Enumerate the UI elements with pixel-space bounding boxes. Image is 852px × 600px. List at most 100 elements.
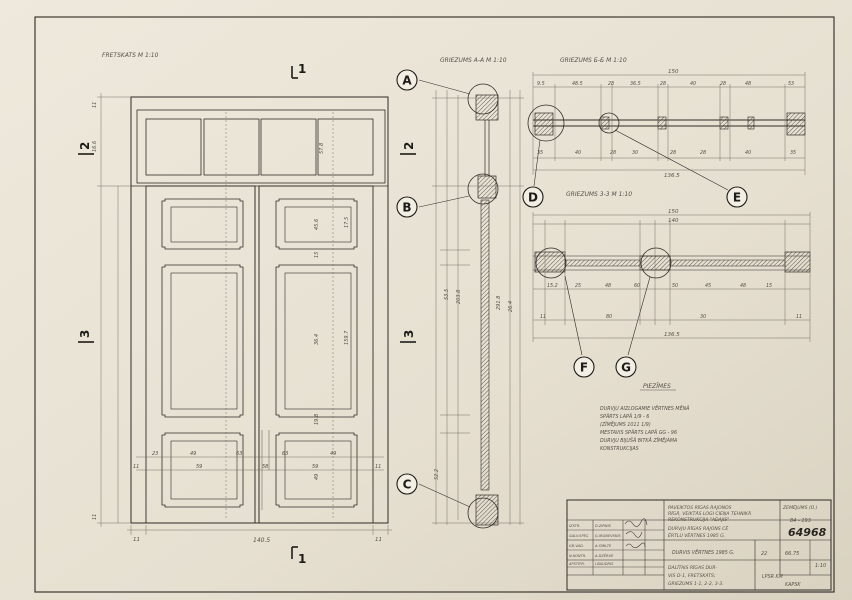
sheet-border xyxy=(34,16,835,593)
dim-label: 40 xyxy=(745,150,751,156)
cut-marker-1-top: 1 xyxy=(291,62,306,79)
dim-label: 28 xyxy=(720,81,726,87)
dim-label: 25 xyxy=(575,283,581,289)
section-bb: GRIEZUMS Б-Б M 1:10 150 136.5 xyxy=(527,57,806,191)
callout-letter: B xyxy=(402,201,411,215)
drawing-desc-line: GRIEZUMS 1-1, 2-2, 3-3. xyxy=(668,581,724,587)
signature-name: A.DZĒRVE xyxy=(594,553,614,558)
dim-label: 40 xyxy=(575,150,581,156)
cut-marker-label: 2 xyxy=(402,142,416,150)
bb-top-row-dims: 9.5 48.5 28 36.5 28 40 28 48 53 xyxy=(537,81,794,87)
dim-label: 50 xyxy=(672,283,678,289)
scale-label: 1:10 xyxy=(815,563,826,569)
dim-label: 58 xyxy=(262,464,268,470)
callout-letter: G xyxy=(621,361,631,375)
callout-letter: A xyxy=(402,74,412,88)
dim-label: 26.4 xyxy=(508,301,514,312)
drawing-desc-line: VIS D-1, FRETSKATS; xyxy=(668,573,716,579)
dim-label: 59 xyxy=(312,464,318,470)
section-bb-title: GRIEZUMS Б-Б M 1:10 xyxy=(560,57,627,64)
cut-marker-label: 3 xyxy=(78,330,92,338)
dim-label: 49 xyxy=(330,451,336,457)
elevation-title: FRETSKATS M 1:10 xyxy=(102,52,159,59)
callout-c: C xyxy=(396,473,418,495)
dim-label: 57.8 xyxy=(319,143,325,154)
signature-row: GALV.SPEC. G.IRGNEVSKIS xyxy=(569,534,621,538)
dim-label: 19.8 xyxy=(314,414,320,425)
dim-label: 60 xyxy=(634,283,640,289)
cc-total-label: 150 xyxy=(668,209,679,215)
bottom-left-label: 11 xyxy=(133,464,139,470)
project-line: REKONSTRUKCIJA "ADAJIS" xyxy=(668,517,729,523)
dim-label: 48 xyxy=(740,283,746,289)
signature-role: IZSTR. xyxy=(569,524,581,528)
dim-label: 52.2 xyxy=(434,469,440,480)
dim-label: 35 xyxy=(790,150,796,156)
cut-marker-3-right: 3 xyxy=(400,330,416,343)
callout-e: E xyxy=(726,186,748,208)
signature-name: I.BAUDRIS xyxy=(595,562,614,566)
cut-marker-2-left: 2 xyxy=(78,142,94,155)
section-aa: GRIEZUMS A-A M 1:10 xyxy=(418,57,524,529)
dim-label: 15 xyxy=(314,252,320,258)
dim-label: 48.5 xyxy=(572,81,583,87)
door-elevation: FRETSKATS M 1:10 xyxy=(97,52,392,544)
right-end-label: 11 xyxy=(375,537,382,543)
cut-marker-label: 1 xyxy=(298,62,306,76)
dim-label: 63 xyxy=(236,451,242,457)
drawing-desc-line: DALĪTAIS RĪGAS DUR- xyxy=(668,564,718,571)
signature-row: IZSTR. D.ZIRNIS xyxy=(569,524,612,528)
section-aa-title: GRIEZUMS A-A M 1:10 xyxy=(440,57,507,64)
note-item: DURVJU AIZLOGAMIE VĒRTNES MĒNĀ xyxy=(600,405,689,412)
org-label: KAPSK xyxy=(785,582,801,588)
dim-label: 48 xyxy=(605,283,611,289)
sheet-label: LPSR KM xyxy=(762,574,784,580)
dim-label: 15.2 xyxy=(547,283,558,289)
project-line: PAVEIKTOS RĪGAS RAJONOS xyxy=(668,504,732,511)
project-code: 84 - 193 xyxy=(790,518,811,524)
dim-label: 291.8 xyxy=(496,296,502,310)
signature-row: N.KONTR. A.DZĒRVE xyxy=(569,553,614,558)
dim-label: 30 xyxy=(700,314,706,320)
drawing-title: DURVIS VĒRTNES 1985 G. xyxy=(672,549,735,556)
dim-label: 28 xyxy=(608,81,614,87)
cut-marker-2-right: 2 xyxy=(400,142,416,155)
dim-label: 49 xyxy=(190,451,196,457)
signature-role: GR.VAD. xyxy=(569,544,584,548)
cut-marker-label: 2 xyxy=(78,142,92,150)
cc-lower-total-label: 136.5 xyxy=(664,332,680,338)
cc-lower-row-dims: 11 80 30 11 xyxy=(540,314,802,320)
bb-bottom-row-dims: 35 40 28 30 28 28 40 35 xyxy=(537,150,796,156)
callout-g: G xyxy=(615,356,637,378)
notes-block: PIEZĪMES DURVJU AIZLOGAMIE VĒRTNES MĒNĀ … xyxy=(600,383,689,452)
dim-label: 49 xyxy=(314,474,320,480)
cut-marker-label: 3 xyxy=(402,330,416,338)
dim-label: 40 xyxy=(690,81,696,87)
dim-label: 53 xyxy=(788,81,794,87)
dim-label: 28 xyxy=(660,81,666,87)
dim-label: 11 xyxy=(375,464,381,470)
signature-name: G.IRGNEVSKIS xyxy=(595,534,621,538)
date-code: 66.75 xyxy=(785,551,799,557)
callout-letter: E xyxy=(733,191,741,205)
project-line: RĪGĀ, VEIKTĀS LOGI CIEŅA TEHNIKĀ xyxy=(668,510,751,517)
dim-label: 16.6 xyxy=(92,141,98,152)
title-block: PAVEIKTOS RĪGAS RAJONOS RĪGĀ, VEIKTĀS LO… xyxy=(566,499,832,591)
note-item: KONSTRUKCIJAS xyxy=(600,446,639,452)
dim-label: 15 xyxy=(766,283,772,289)
dim-label: 30 xyxy=(632,150,638,156)
dim-label: 63 xyxy=(282,451,288,457)
dim-label: 9.5 xyxy=(537,81,545,87)
signature-scribble xyxy=(625,531,643,538)
cut-marker-3-left: 3 xyxy=(78,330,94,343)
sheet-ratio: 22 xyxy=(761,551,767,557)
callout-b: B xyxy=(396,196,418,218)
callout-letter: D xyxy=(528,191,538,205)
dim-label: 28 xyxy=(670,150,676,156)
callout-d: D xyxy=(522,186,544,208)
dim-label: 203.8 xyxy=(456,290,462,304)
dim-label: 45 xyxy=(705,283,711,289)
elevation-bottom-row-dims: 23 49 63 59 58 59 63 49 11 xyxy=(152,451,381,470)
section-cc-title: GRIEZUMS 3-3 M 1:10 xyxy=(566,191,632,198)
dim-label: 159.7 xyxy=(344,330,350,345)
